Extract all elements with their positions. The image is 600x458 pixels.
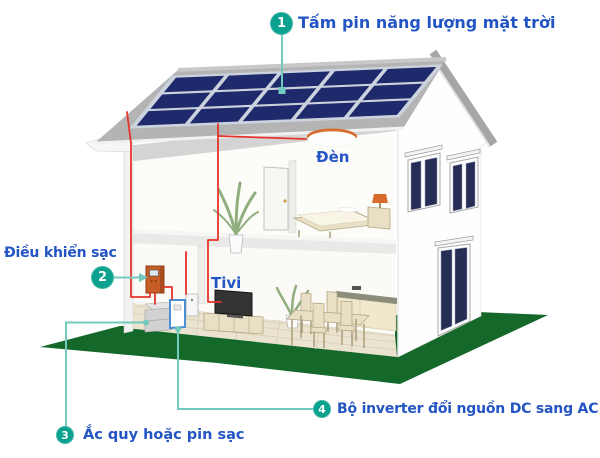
dining-set (286, 291, 370, 348)
downstairs-interior-wall (197, 245, 206, 305)
roof (95, 57, 447, 145)
callout-3-line (65, 321, 146, 426)
tv-base (227, 314, 243, 319)
solar-cell (217, 73, 278, 91)
pv-to-tv-wire (207, 123, 222, 303)
solar-cell (150, 92, 211, 109)
roof-ridge (177, 57, 447, 72)
upstairs-interior-wall (288, 159, 297, 234)
counter-top (336, 291, 397, 304)
callout-1-dot (278, 87, 286, 94)
upper-window-left (404, 144, 443, 213)
spare-unit (185, 293, 199, 317)
solar-cell (164, 75, 225, 93)
sliding-glass-door (434, 235, 474, 337)
solar-cell (136, 109, 197, 126)
nightstand (367, 194, 391, 230)
callout-badge-3: 3 (56, 426, 74, 444)
cutaway-interior (126, 115, 397, 357)
annotation-lamp: Đèn (316, 148, 350, 166)
callout-label-solar-panel: Tấm pin năng lượng mặt trời (298, 13, 556, 32)
callout-label-inverter: Bộ inverter đổi nguồn DC sang AC (337, 401, 599, 417)
solar-cell (348, 100, 409, 117)
counter-appliance (352, 286, 361, 290)
floor-divider-top (126, 229, 396, 244)
chair (338, 300, 355, 346)
solar-cell (362, 83, 423, 101)
pillow (337, 206, 359, 213)
ceiling-light (307, 128, 357, 147)
solar-cell (309, 85, 370, 103)
door-knob (283, 199, 287, 203)
callout-connectors (65, 35, 313, 426)
callout-badge-4: 4 (313, 400, 331, 418)
callout-badge-1: 1 (270, 12, 293, 35)
controller-to-inverter-wire (162, 286, 173, 300)
window-header (446, 148, 481, 161)
window-pane (465, 161, 476, 209)
annotation-tv: Tivi (211, 274, 242, 292)
tv (214, 289, 253, 319)
solar-cell (256, 88, 317, 105)
solar-cell (203, 90, 264, 107)
solar-cell (376, 66, 437, 84)
callout-2-arrow (139, 273, 148, 282)
callout-4-dot (175, 326, 181, 332)
solar-cell (323, 69, 384, 86)
door-pane (454, 247, 468, 325)
solar-cell (295, 102, 356, 120)
solar-cell (189, 106, 250, 124)
wiring (126, 111, 307, 305)
window-header (404, 144, 443, 158)
plant-pot (228, 234, 244, 254)
upper-window-right (446, 148, 481, 214)
callout-3-dot (143, 319, 149, 326)
solar-cell (242, 104, 303, 122)
controller-display (149, 269, 159, 277)
solar-panel-array (129, 64, 443, 129)
tv-screen (214, 289, 253, 317)
callout-4-line (177, 330, 313, 410)
upstairs-plant (213, 181, 259, 254)
gable-roof-trim-highlight (430, 56, 491, 148)
gable-roof-trim (429, 49, 498, 147)
interior-door (263, 166, 289, 231)
charge-controller (145, 265, 165, 294)
door-pane (440, 249, 453, 331)
inverter (169, 299, 186, 330)
window-header (434, 235, 474, 247)
window-pane (410, 160, 422, 211)
bedside-lamp (372, 194, 388, 203)
ceiling-light-wire (217, 135, 307, 140)
roof-fascia (95, 126, 405, 145)
callout-label-charge-controller: Điều khiển sạc (4, 245, 117, 261)
callout-badge-2: 2 (91, 266, 114, 289)
solar-cell (270, 71, 331, 88)
pv-to-controller-wire (126, 111, 151, 298)
window-pane (452, 163, 463, 212)
window-pane (424, 157, 438, 207)
chair (310, 302, 327, 348)
callout-label-battery: Ắc quy hoặc pin sạc (83, 427, 245, 443)
